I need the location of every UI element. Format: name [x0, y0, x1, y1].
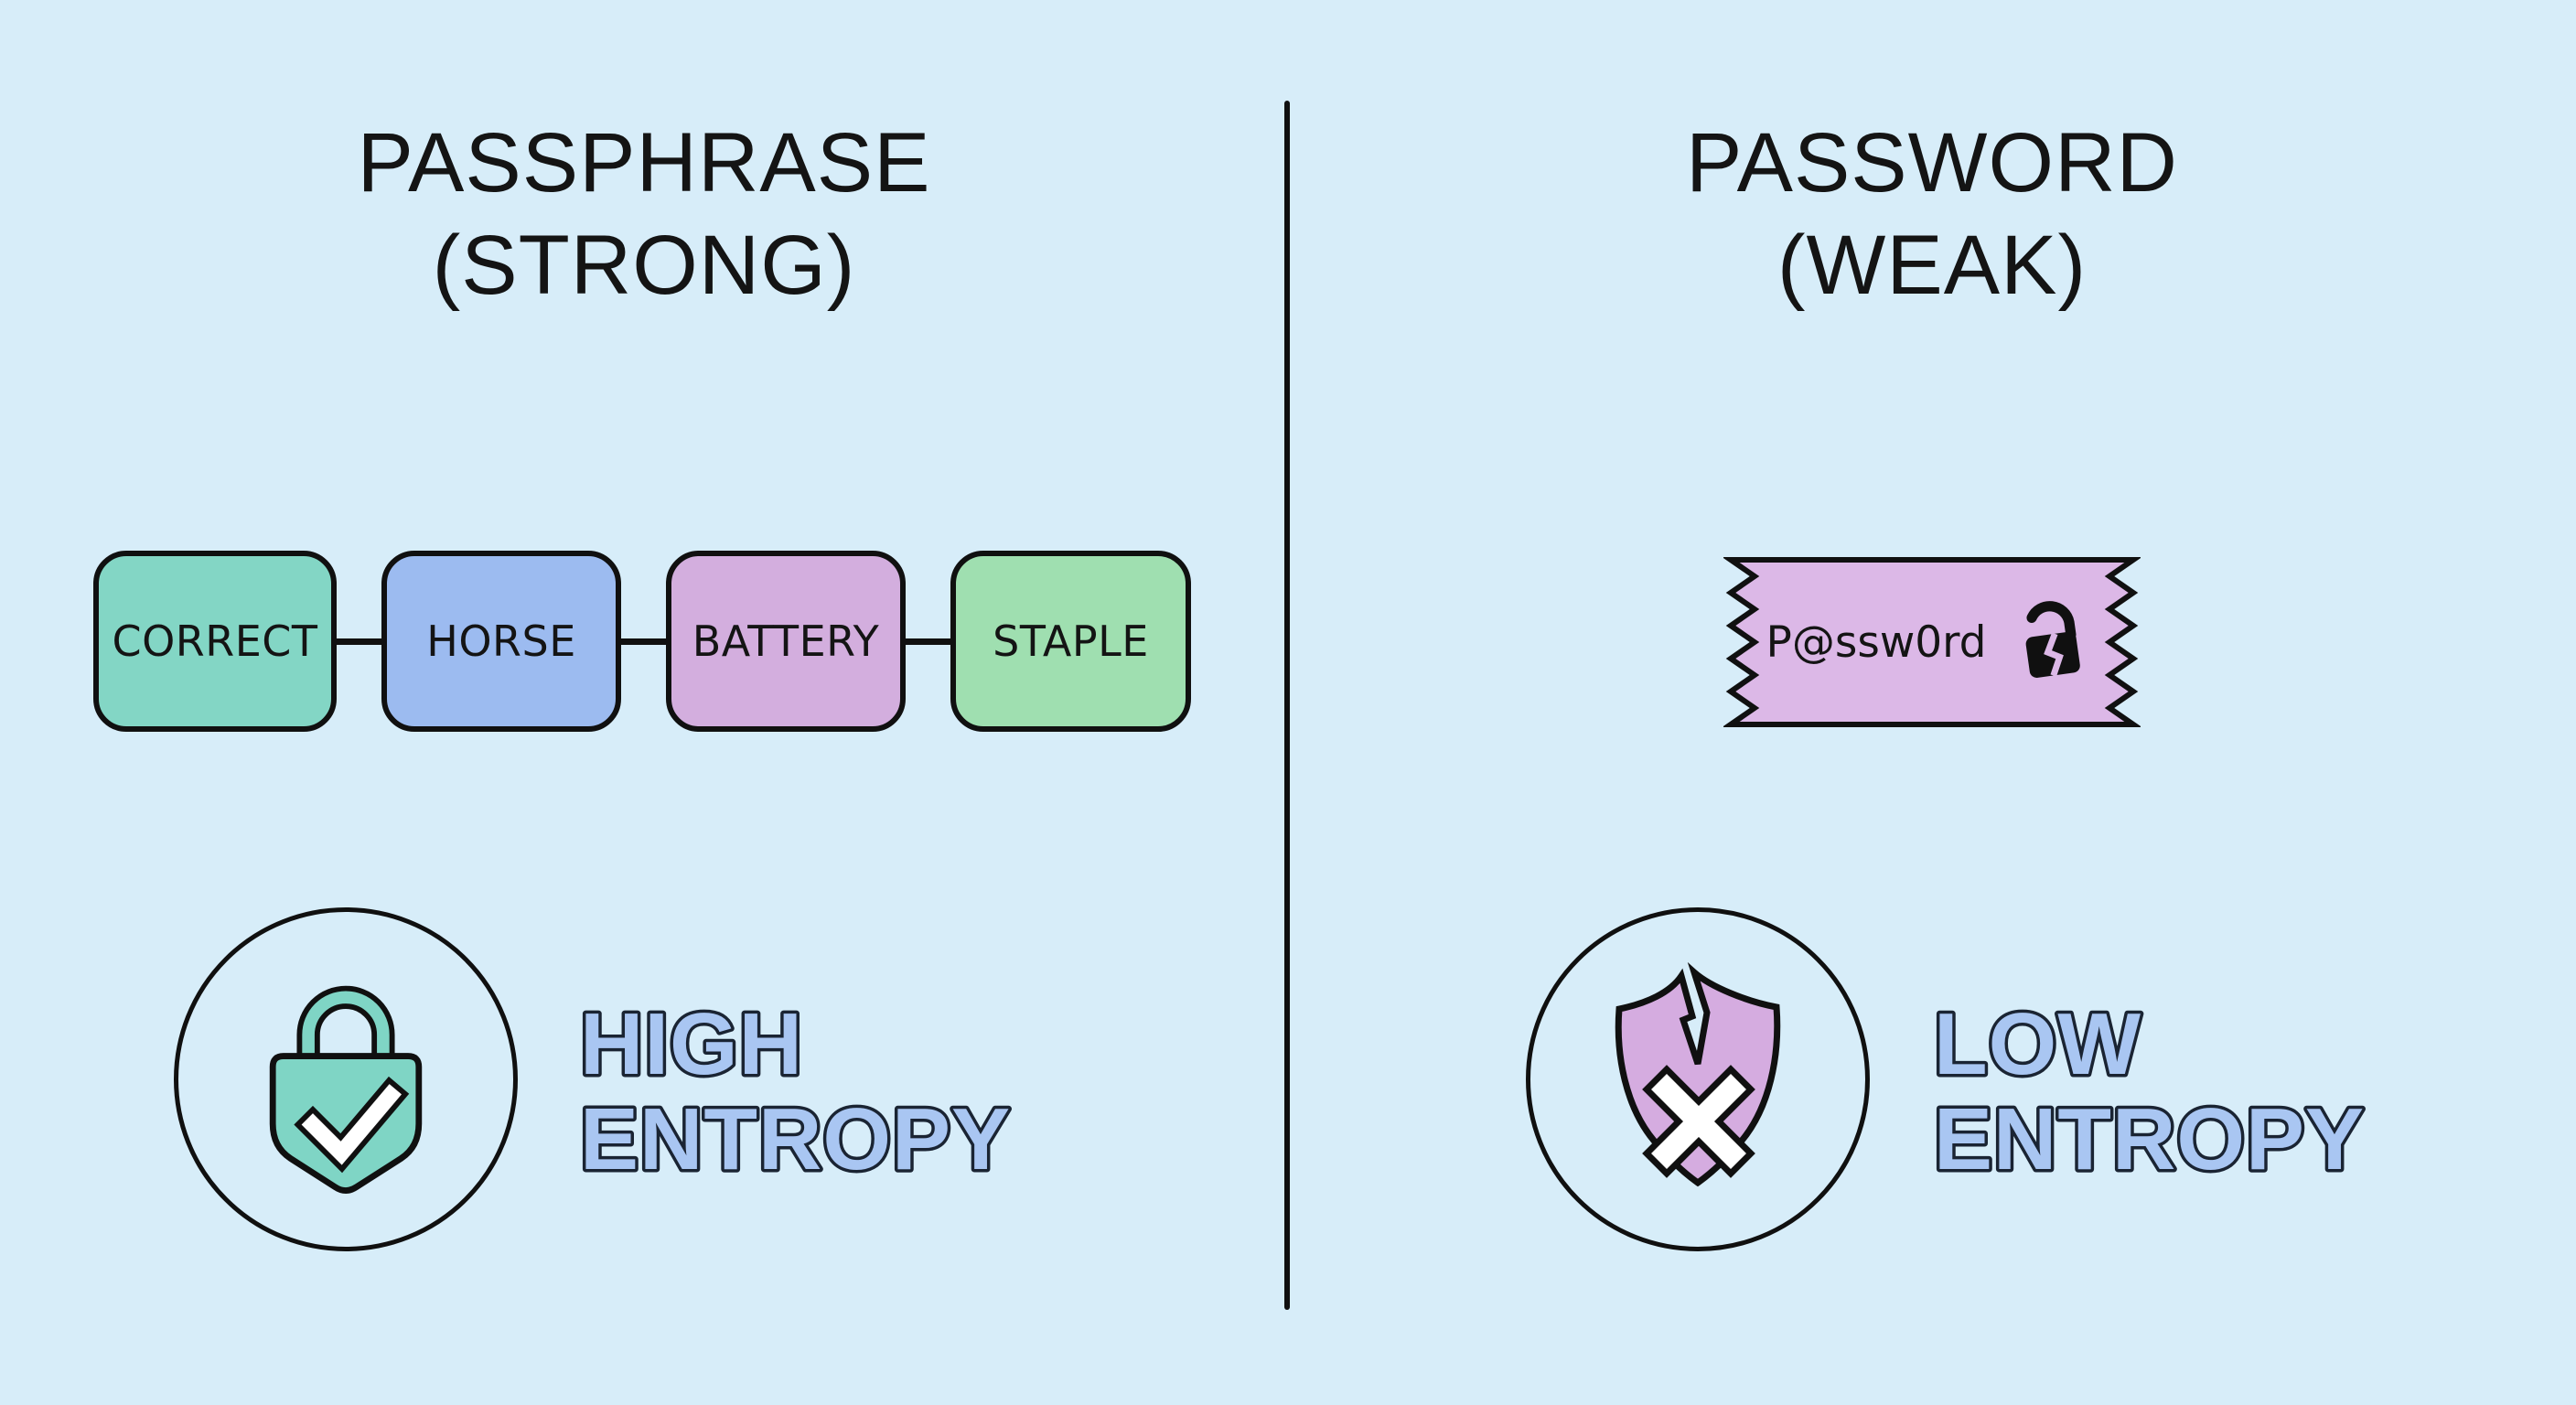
low-entropy-line1: LOW — [1934, 995, 2141, 1093]
ticket-content: P@ssw0rd — [1723, 552, 2141, 732]
password-title-line1: PASSWORD — [1686, 116, 2178, 209]
high-entropy-line1: HIGH — [580, 995, 803, 1093]
password-title-line2: (WEAK) — [1776, 219, 2088, 312]
broken-open-lock-icon — [2025, 601, 2080, 678]
low-entropy-label: LOW ENTROPY — [1931, 995, 2367, 1192]
high-entropy-badge-circle — [174, 907, 518, 1251]
word-connector — [906, 638, 950, 645]
word-connector — [621, 638, 666, 645]
passphrase-title: PASSPHRASE (STRONG) — [232, 112, 1056, 316]
center-divider — [1284, 101, 1290, 1310]
word-box-horse: HORSE — [381, 551, 621, 732]
high-entropy-label: HIGH ENTROPY — [577, 995, 1014, 1192]
word-box-correct: CORRECT — [93, 551, 337, 732]
passphrase-word-chain: CORRECT HORSE BATTERY STAPLE — [93, 551, 1191, 732]
passphrase-title-line1: PASSPHRASE — [357, 116, 931, 209]
password-ticket: P@ssw0rd — [1723, 552, 2141, 732]
broken-shield-x-icon — [1615, 961, 1781, 1187]
high-entropy-line2: ENTROPY — [580, 1090, 1011, 1188]
password-title: PASSWORD (WEAK) — [1520, 112, 2344, 316]
low-entropy-line2: ENTROPY — [1934, 1090, 2365, 1188]
passphrase-title-line2: (STRONG) — [432, 219, 856, 312]
low-entropy-badge-circle — [1526, 907, 1870, 1251]
word-connector — [337, 638, 381, 645]
lock-check-icon — [269, 985, 423, 1194]
word-box-staple: STAPLE — [950, 551, 1191, 732]
word-box-battery: BATTERY — [666, 551, 906, 732]
ticket-shape — [1723, 557, 2141, 727]
weak-password-text: P@ssw0rd — [1766, 617, 1987, 668]
